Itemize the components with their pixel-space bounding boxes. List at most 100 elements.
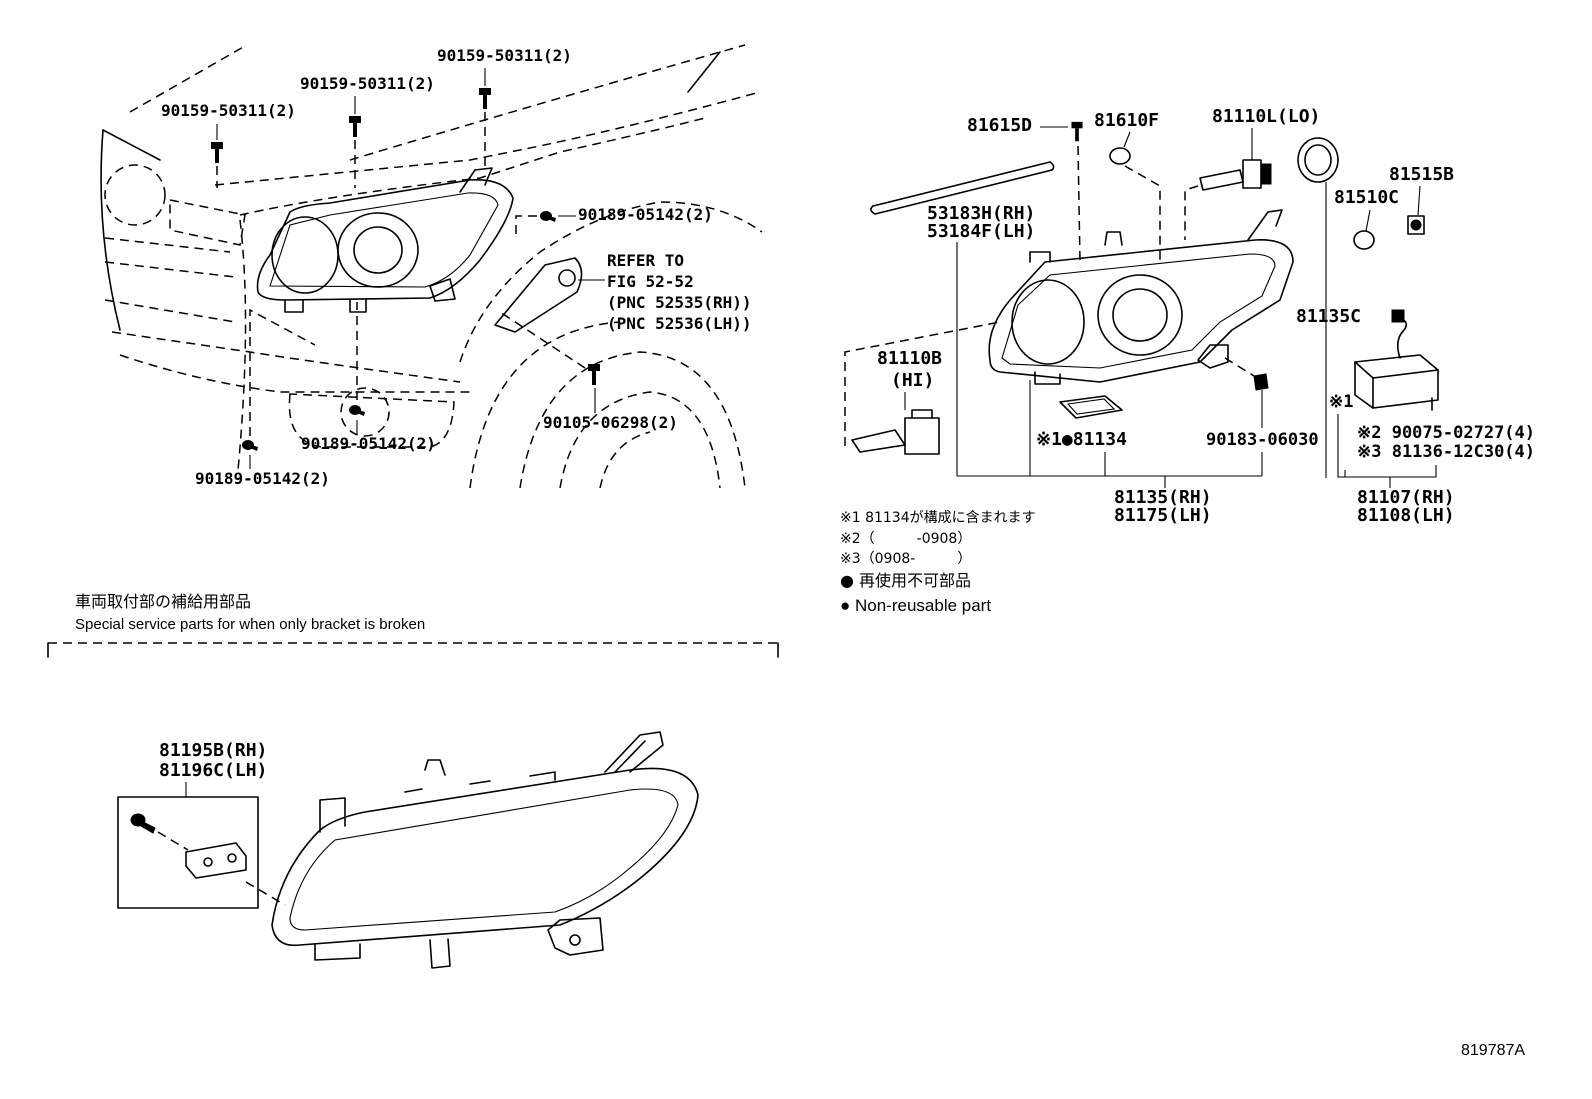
label-screw-center: 90189-05142(2) <box>301 434 436 453</box>
lamp-assembly-lh: 81175(LH) <box>1114 505 1212 526</box>
wheel-arch-1 <box>469 321 621 489</box>
label-trim-strip: 53183H(RH) 53184F(LH) <box>927 205 1035 241</box>
leader-81510c <box>1365 209 1371 232</box>
ballast-unit <box>1354 309 1439 411</box>
note-2: ※2（ -0908） <box>840 531 972 547</box>
fender-edge <box>687 51 721 93</box>
headlamp-top-bracket <box>459 167 493 193</box>
assembly-inner-rim <box>1001 253 1276 369</box>
leader-81610f <box>1123 131 1131 148</box>
label-bolt-note: ※3 81136-12C30(4) <box>1357 442 1536 462</box>
assembly-tab-1 <box>1104 231 1123 246</box>
kit-box <box>117 796 259 909</box>
bracket-kit-lh: 81196C(LH) <box>159 760 268 781</box>
large-lamp-tab-top <box>424 759 446 776</box>
headlamp-side-bracket <box>429 278 456 302</box>
high-beam-bulb <box>851 409 940 455</box>
assembly-high-lens-inner <box>1112 288 1168 342</box>
large-lamp-tab-left <box>319 797 346 833</box>
vehicle-body-outline <box>100 44 763 489</box>
refer-line-4: (PNC 52536(LH)) <box>607 314 752 333</box>
upper-left-leaders <box>216 68 605 469</box>
label-lamp-assembly: 81135(RH) 81175(LH) <box>1114 489 1212 525</box>
large-lamp-clip-3 <box>529 771 556 781</box>
dash-kit-screw <box>157 831 189 851</box>
bumper-lower <box>119 354 470 393</box>
assembly-bottom-tab-1 <box>1034 371 1061 385</box>
fog-lamp-area <box>288 393 455 448</box>
support-bracket-body <box>494 257 583 333</box>
assembly-top-bracket <box>1247 209 1283 241</box>
note-1: ※1 81134が構成に含まれます <box>840 510 1036 526</box>
note-non-reusable-ja: ● 再使用不可部品 <box>840 571 972 590</box>
refer-line-1: REFER TO <box>607 251 685 270</box>
upper-right-leaders <box>844 126 1437 488</box>
front-face-top <box>102 129 161 161</box>
dash-81610f <box>1124 165 1161 262</box>
fog-lamp-circle <box>340 387 390 437</box>
socket-81515b <box>1407 215 1425 235</box>
lamp-assembly-rh: 81135(RH) <box>1114 487 1212 508</box>
special-title-en: Special service parts for when only brac… <box>75 616 426 633</box>
large-lamp-bottom-bracket <box>547 917 604 956</box>
large-lamp-clip-1 <box>404 788 423 793</box>
large-lamp-clip-2 <box>469 780 491 785</box>
refer-line-3: (PNC 52535(RH)) <box>607 293 752 312</box>
kit-screw-shank <box>140 821 156 834</box>
headlamp-mounted <box>256 167 514 313</box>
screw-bottom <box>242 440 258 451</box>
grille-line-3 <box>104 299 236 323</box>
headlamp-tab-2 <box>349 299 367 313</box>
gasket-81134-inner <box>1066 398 1116 415</box>
dash-81110l <box>1184 185 1199 240</box>
bolt-top <box>479 88 491 109</box>
ballast-lh: 81108(LH) <box>1357 505 1455 526</box>
label-screw-right: 90189-05142(2) <box>578 205 713 224</box>
bracket-kit <box>117 782 286 909</box>
kit-bracket-hole-1 <box>203 857 213 867</box>
bracket-line-ballast <box>1337 414 1437 478</box>
trim-strip-top <box>872 161 1051 207</box>
cap-81610f <box>1109 147 1131 165</box>
note-3: ※3（0908- ） <box>840 551 972 567</box>
bolt-81615d <box>1071 121 1083 142</box>
trim-strip-rh: 53183H(RH) <box>927 203 1036 224</box>
label-bolt-left: 90159-50311(2) <box>161 101 296 120</box>
label-screw-note: ※2 90075-02727(4) <box>1357 423 1536 443</box>
headlamp-support-bracket <box>494 257 583 333</box>
screw-center <box>349 405 365 416</box>
hood-line-lower <box>239 117 706 216</box>
kit-bracket <box>185 842 247 879</box>
trim-strip-lh: 53184F(LH) <box>927 221 1036 242</box>
label-90183: 90183-06030 <box>1206 430 1319 450</box>
label-81610f: 81610F <box>1094 110 1160 131</box>
ballast-rh: 81107(RH) <box>1357 487 1455 508</box>
dash-81615d <box>1077 145 1081 263</box>
large-lamp-inner <box>289 788 679 931</box>
label-81615d: 81615D <box>967 115 1033 136</box>
bolt-middle <box>349 116 361 137</box>
label-bolt-top: 90159-50311(2) <box>437 46 572 65</box>
assembly-low-lens <box>1011 279 1085 365</box>
a-pillar-line <box>129 45 246 113</box>
bolt-left <box>211 142 223 163</box>
label-hi: (HI) <box>891 370 935 391</box>
kit-screw-head <box>130 813 146 827</box>
headlamp-large <box>271 731 699 969</box>
front-face-edge <box>100 129 121 331</box>
leader-81515b <box>1417 185 1421 216</box>
screw-right <box>540 211 556 222</box>
refer-line-2: FIG 52-52 <box>607 272 694 291</box>
trim-strip-bottom <box>874 169 1053 215</box>
grille-frame <box>169 199 246 246</box>
label-bolt-middle: 90159-50311(2) <box>300 74 435 93</box>
assembly-high-lens-outer <box>1097 274 1183 356</box>
hood-line-front <box>214 91 761 186</box>
dash-screw-bottom <box>249 308 316 436</box>
dash-81110b <box>844 321 1001 446</box>
low-beam-bulb <box>1199 159 1272 191</box>
trim-strip-ends <box>870 161 1055 215</box>
fender-vertical <box>237 219 247 471</box>
assembly-outer <box>988 239 1294 383</box>
